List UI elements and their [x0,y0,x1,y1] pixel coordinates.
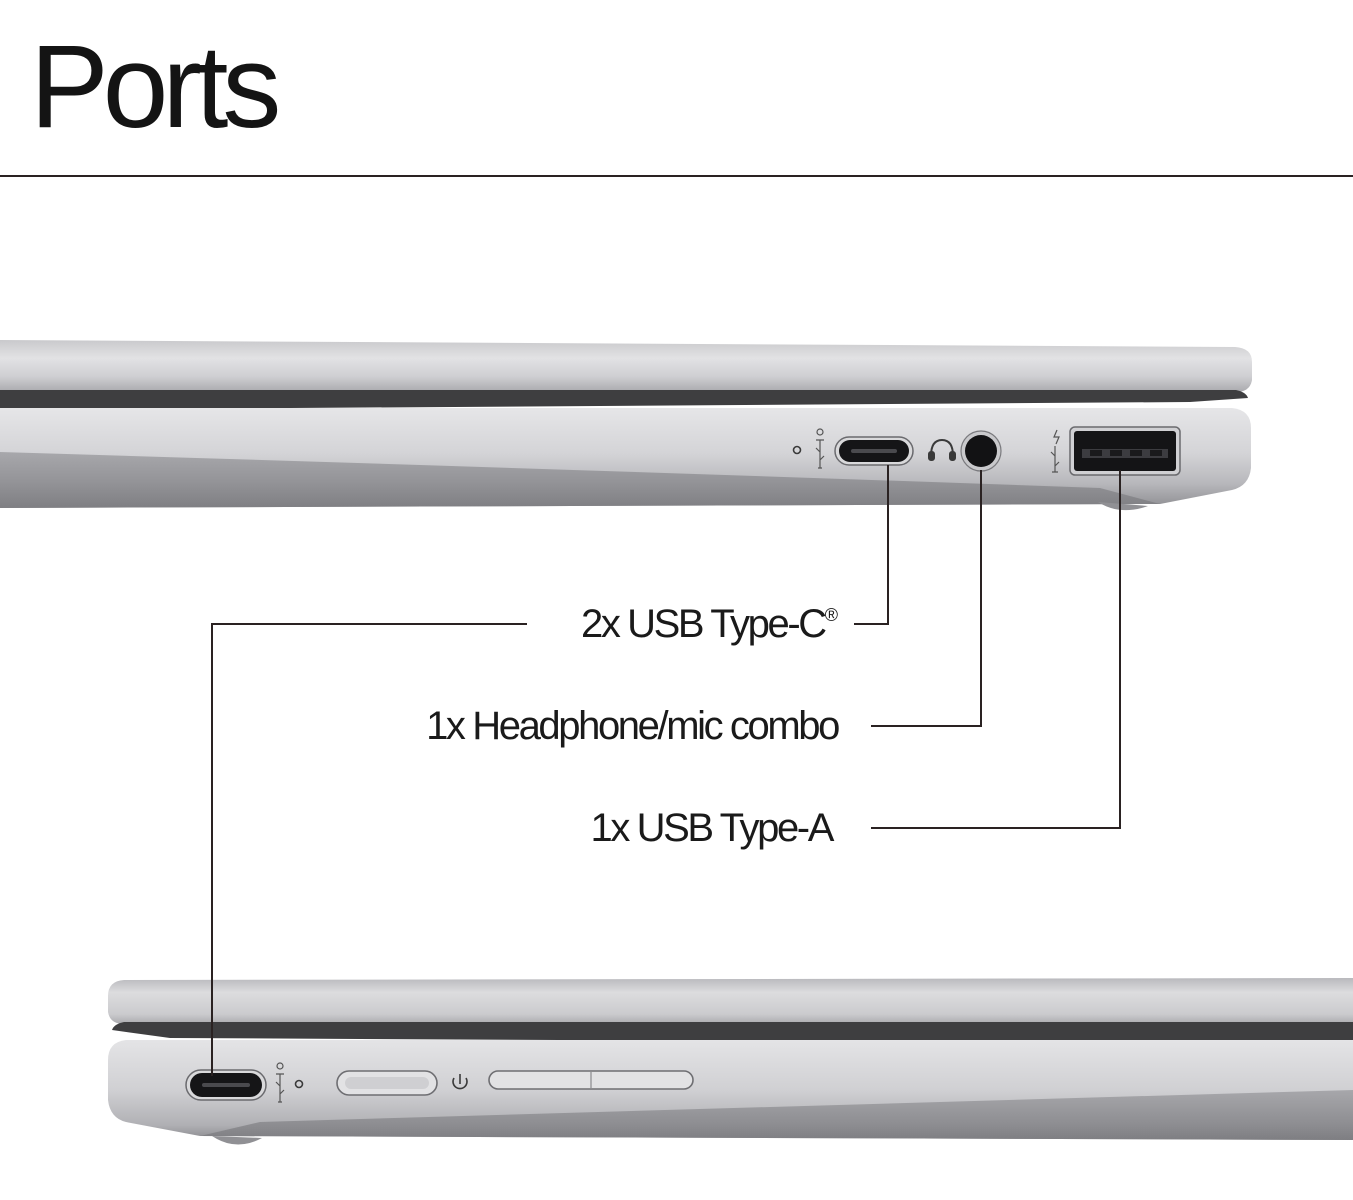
base-left-wedge [200,1090,1353,1140]
usb-a-label: 1x USB Type-A [590,806,834,850]
usb-charge-icon [1050,429,1060,473]
leader-usb-a [871,470,1121,829]
leader-usb-c-left [211,623,527,1076]
lid-left [108,978,1353,1026]
led-indicator-right [792,445,802,455]
hinge-gap-right [0,390,1248,410]
hinge-gap-left [112,1022,1353,1044]
usb-c-port-right [834,436,914,466]
leader-headphone [871,470,982,727]
usb-power-delivery-icon-left [275,1062,285,1103]
page-title: Ports [30,21,281,153]
registered-mark: ® [824,605,838,625]
base-right-wedge [0,452,1160,508]
usb-c-label: 2x USB Type-C® [581,604,838,644]
power-icon [452,1074,468,1090]
usb-power-delivery-icon [815,428,825,469]
leader-usb-c [854,465,889,625]
laptop-right-side [0,340,1252,511]
headphone-jack [960,430,1002,472]
lid-right [0,340,1252,392]
headphone-icon [928,438,956,461]
headphone-label: 1x Headphone/mic combo [426,704,840,748]
leader-lines [211,465,1121,1076]
usb-c-label-text: 2x USB Type-C [581,602,827,646]
led-indicator-left [294,1079,304,1089]
title-divider [0,175,1353,177]
laptop-left-side [108,978,1353,1145]
volume-rocker [488,1070,694,1090]
base-right-foot [1098,502,1148,511]
base-left-foot [212,1136,262,1145]
usb-c-port-left [185,1069,267,1101]
usb-a-port [1069,426,1181,476]
